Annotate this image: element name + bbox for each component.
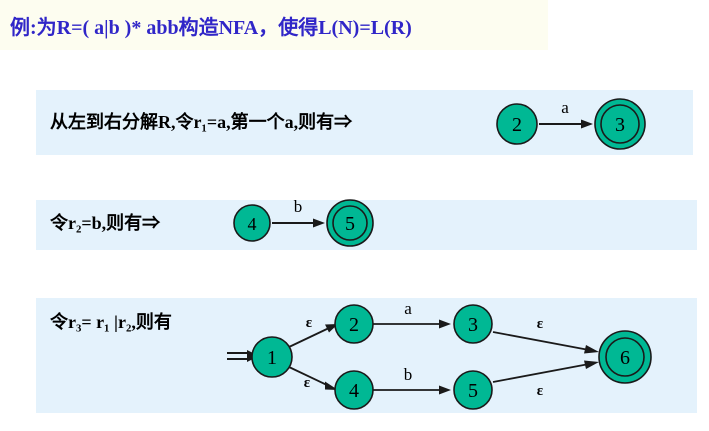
transition-4-5-label: b	[294, 197, 303, 216]
step-1-automaton: a 2 3	[495, 96, 695, 154]
state-4-label: 4	[248, 214, 257, 234]
state-3: 3	[453, 304, 493, 344]
transition-4-5: b	[373, 365, 451, 395]
transition-1-4-label: ε	[304, 375, 311, 391]
transition-2-3-label: a	[404, 299, 412, 318]
transition-1-2-label: ε	[306, 315, 313, 331]
step-1-caption: 从左到右分解R,令r₁=a,第一个a,则有⇒	[50, 108, 352, 134]
state-4-label: 4	[349, 380, 359, 402]
transition-2-3-label: a	[561, 98, 569, 117]
transition-2-3: a	[373, 299, 451, 329]
transition-3-6-label: ε	[537, 316, 544, 332]
state-2-label: 2	[349, 314, 359, 336]
step-2-automaton: b 4 5	[232, 197, 392, 250]
state-5-accepting: 5	[326, 199, 374, 247]
arrowhead-icon	[439, 319, 451, 329]
state-1-start: 1	[251, 336, 293, 378]
state-2-label: 2	[512, 114, 522, 136]
transition-1-2: ε	[288, 315, 338, 348]
state-4: 4	[233, 204, 271, 242]
state-3-accepting: 3	[594, 98, 646, 150]
state-2: 2	[334, 304, 374, 344]
arrowhead-icon	[584, 345, 599, 354]
transition-2-3: a	[539, 98, 593, 129]
page-title: 例:为R=( a|b )* abb构造NFA，使得L(N)=L(R)	[10, 11, 412, 40]
arrowhead-icon	[313, 218, 325, 228]
state-2: 2	[496, 103, 538, 145]
step-2-caption: 令r₂=b,则有⇒	[50, 209, 160, 235]
state-3-label: 3	[615, 114, 625, 136]
state-5-label: 5	[345, 213, 355, 235]
step-3-automaton: ε ε a b ε ε	[225, 299, 695, 412]
transition-5-6-label: ε	[537, 383, 544, 399]
state-6-accepting: 6	[598, 330, 652, 384]
step-2-caption-text: 令r₂=b,则有⇒	[50, 213, 161, 233]
arrowhead-icon	[581, 119, 593, 129]
state-1-label: 1	[267, 347, 277, 369]
state-6-label: 6	[620, 347, 630, 369]
transition-5-6: ε	[492, 360, 599, 399]
step-3-caption: 令r₃= r₁ |r₂,则有	[50, 308, 172, 334]
step-3-caption-text: 令r₃= r₁ |r₂,则有	[50, 312, 172, 332]
page-title-text: 例:为R=( a|b )* abb构造NFA，使得L(N)=L(R)	[10, 17, 412, 39]
state-4: 4	[334, 370, 374, 410]
arrowhead-icon	[439, 385, 451, 395]
transition-3-6: ε	[492, 316, 599, 354]
transition-4-5: b	[272, 197, 325, 228]
transition-1-4: ε	[288, 366, 338, 391]
state-5: 5	[453, 370, 493, 410]
step-1-caption-text: 从左到右分解R,令r₁=a,第一个a,则有⇒	[50, 112, 353, 132]
title-band: 例:为R=( a|b )* abb构造NFA，使得L(N)=L(R)	[0, 0, 548, 50]
state-5-label: 5	[468, 380, 478, 402]
state-3-label: 3	[468, 314, 478, 336]
arrowhead-icon	[584, 360, 599, 369]
transition-4-5-label: b	[404, 365, 413, 384]
